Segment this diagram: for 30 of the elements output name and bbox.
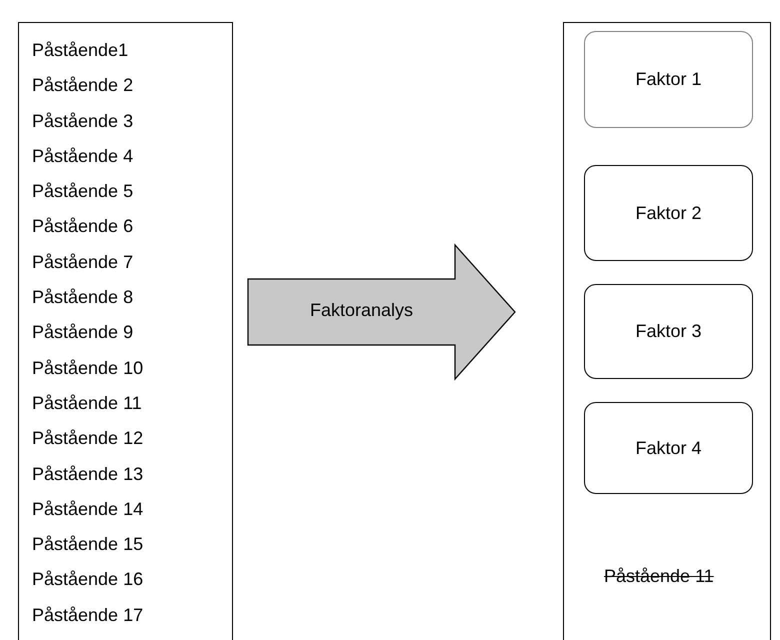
block-arrow (247, 243, 516, 381)
statement-text: Påstående 17 (32, 604, 144, 627)
statement-text: Påstående 5 (32, 180, 134, 204)
statement-text: Påstående 11 (32, 392, 142, 415)
factor-label: Faktor 1 (635, 69, 702, 90)
statement-text: Påstående 3 (32, 110, 134, 133)
statement-text: Påstående 14 (32, 498, 144, 521)
statement-text: Påstående 8 (32, 286, 134, 310)
edge-label: Faktoranalys (308, 300, 414, 321)
statement-text: Påstående 16 (32, 568, 144, 592)
statement-text: Påstående 13 (32, 462, 144, 486)
factor-label: Faktor 3 (635, 321, 702, 342)
factor-box (584, 165, 753, 261)
statement-list-panel (18, 22, 233, 640)
factor-box (584, 31, 753, 128)
statement-text: Påstående 9 (32, 321, 134, 344)
statement-text: Påstående 10 (32, 356, 144, 380)
factor-label: Faktor 4 (635, 438, 702, 458)
struck-through-text: Påstående 11 (604, 566, 714, 587)
panel-box (563, 22, 771, 640)
statement-text: Påstående1 (32, 39, 128, 62)
statement-text: Påstående 2 (32, 74, 134, 98)
statement-text: Påstående 12 (32, 427, 144, 450)
factor-box (584, 402, 753, 494)
factor-box (584, 284, 753, 379)
statement-text: Påstående 6 (32, 215, 134, 238)
statement-text: Påstående 7 (32, 250, 134, 274)
factor-label: Faktor 2 (635, 202, 702, 224)
statement-text: Påstående 15 (32, 533, 144, 556)
statement-text: Påstående 4 (32, 144, 134, 168)
